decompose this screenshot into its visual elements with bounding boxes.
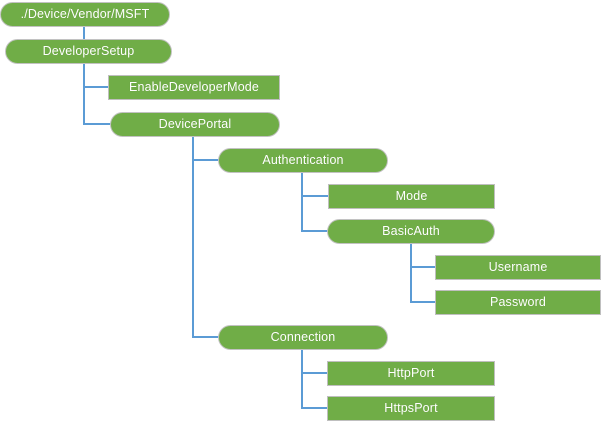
connector-connection-to-httpport	[301, 349, 328, 374]
node-httpsport[interactable]: HttpsPort	[327, 396, 495, 421]
connector-deviceportal-to-authentication	[192, 136, 222, 161]
node-mode[interactable]: Mode	[328, 184, 495, 209]
node-developersetup[interactable]: DeveloperSetup	[5, 39, 172, 64]
node-httpport[interactable]: HttpPort	[327, 361, 495, 386]
node-label-httpsport: HttpsPort	[384, 400, 438, 415]
node-password[interactable]: Password	[435, 290, 601, 315]
node-basicauth[interactable]: BasicAuth	[327, 219, 495, 244]
node-label-connection: Connection	[270, 329, 336, 344]
connector-deviceportal-to-connection	[192, 136, 222, 338]
node-root[interactable]: ./Device/Vendor/MSFT	[0, 2, 170, 27]
node-username[interactable]: Username	[435, 255, 601, 280]
connector-connection-to-httpsport	[301, 349, 328, 409]
connector-basicauth-to-password	[410, 243, 436, 303]
node-label-authentication: Authentication	[262, 152, 344, 167]
connector-basicauth-to-username	[410, 243, 436, 268]
node-enabledevelopermode[interactable]: EnableDeveloperMode	[108, 75, 280, 100]
connector-authentication-to-basicauth	[301, 172, 331, 232]
node-label-enabledevelopermode: EnableDeveloperMode	[128, 79, 260, 94]
node-deviceportal[interactable]: DevicePortal	[110, 112, 280, 137]
node-label-password: Password	[489, 294, 547, 309]
node-label-root: ./Device/Vendor/MSFT	[20, 6, 150, 21]
connector-authentication-to-mode	[301, 172, 329, 197]
node-authentication[interactable]: Authentication	[218, 148, 388, 173]
node-label-developersetup: DeveloperSetup	[42, 43, 135, 58]
connector-developersetup-to-deviceportal	[83, 63, 113, 125]
node-label-deviceportal: DevicePortal	[158, 116, 232, 131]
node-label-mode: Mode	[395, 188, 428, 203]
connector-developersetup-to-enabledevelopermode	[83, 63, 109, 88]
node-connection[interactable]: Connection	[218, 325, 388, 350]
node-label-username: Username	[488, 259, 548, 274]
node-label-basicauth: BasicAuth	[382, 223, 440, 238]
node-label-httpport: HttpPort	[387, 365, 435, 380]
